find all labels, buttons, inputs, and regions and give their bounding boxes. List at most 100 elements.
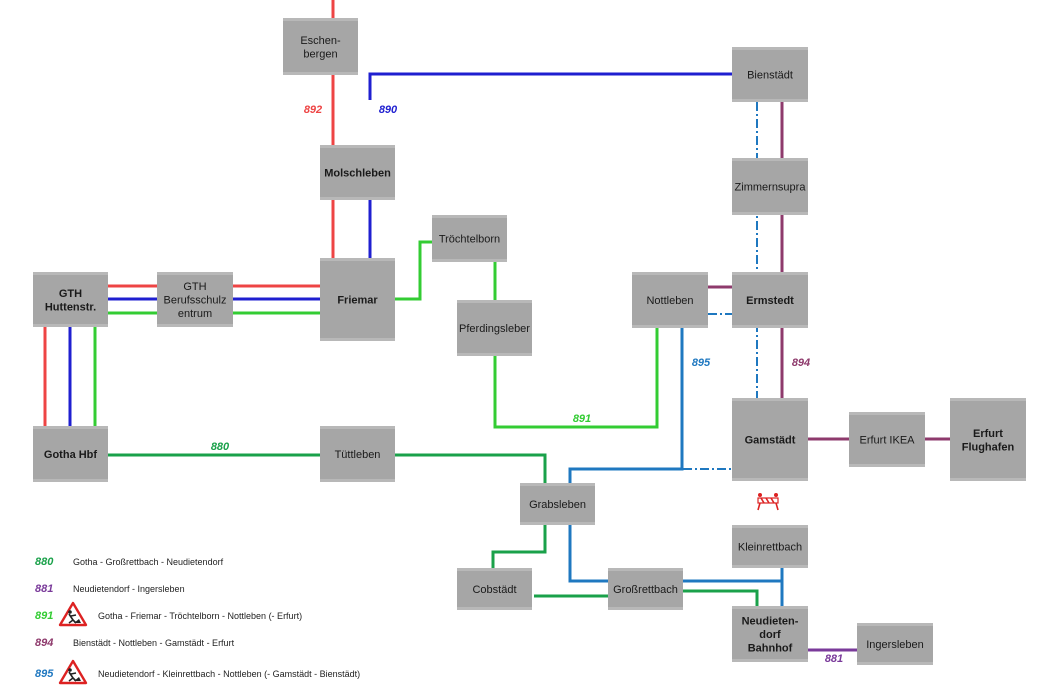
route-label-880: 880	[211, 441, 230, 453]
stop-box	[320, 145, 395, 200]
stop-box	[732, 47, 808, 102]
construction-triangle	[58, 601, 88, 627]
stop-cobstaedt: Cobstädt	[457, 568, 532, 610]
stop-box	[320, 426, 395, 482]
stop-label: bergen	[303, 48, 337, 60]
stop-bottom-stripe	[732, 325, 808, 328]
stop-label: Tröchtelborn	[439, 234, 500, 246]
stop-top-stripe	[320, 426, 395, 429]
stop-top-stripe	[283, 18, 358, 21]
barrier-light-left	[758, 493, 762, 497]
stop-box	[732, 272, 808, 328]
stop-kleinrettbach: Kleinrettbach	[732, 525, 808, 568]
stop-box	[432, 215, 507, 262]
stop-label: Gotha Hbf	[44, 449, 97, 461]
stop-top-stripe	[432, 215, 507, 218]
legend-route-number: 894	[35, 637, 53, 649]
stop-label: Ermstedt	[746, 295, 794, 307]
stop-label: Flughafen	[962, 441, 1015, 453]
stop-bottom-stripe	[33, 324, 108, 327]
stop-box	[283, 18, 358, 75]
stop-top-stripe	[608, 568, 683, 571]
stop-top-stripe	[849, 412, 925, 415]
stop-label: entrum	[178, 308, 212, 320]
stop-label: Grabsleben	[529, 499, 586, 511]
stop-box	[33, 272, 108, 327]
stop-nottleben: Nottleben	[632, 272, 708, 328]
legend-row-895: 895 Neudietendorf - Kleinrettbach - Nottl…	[35, 659, 360, 685]
stop-box	[950, 398, 1026, 481]
stop-top-stripe	[732, 158, 808, 161]
stop-label: Eschen-	[300, 35, 341, 47]
stop-bottom-stripe	[320, 197, 395, 200]
stop-top-stripe	[320, 258, 395, 261]
stop-eschenbergen: Eschen-bergen	[283, 18, 358, 75]
stop-label: Neudieten-	[742, 616, 799, 628]
stop-label: dorf	[759, 629, 781, 641]
stop-top-stripe	[632, 272, 708, 275]
stop-molschleben: Molschleben	[320, 145, 395, 200]
stop-top-stripe	[732, 47, 808, 50]
legend-route-description: Gotha - Großrettbach - Neudietendorf	[73, 557, 224, 567]
stop-label: Berufsschulz	[164, 295, 227, 307]
stop-bottom-stripe	[432, 259, 507, 262]
stop-label: Großrettbach	[613, 584, 678, 596]
route-895-segment	[568, 328, 684, 483]
stop-top-stripe	[857, 623, 933, 626]
route-label-891: 891	[573, 413, 591, 425]
construction-sign-icon	[58, 659, 88, 685]
stop-friemar: Friemar	[320, 258, 395, 341]
stop-label: Bahnhof	[748, 643, 793, 655]
stop-box	[457, 300, 532, 356]
barrier-legs	[757, 502, 779, 511]
route-label-881: 881	[825, 653, 843, 665]
stop-ermstedt: Ermstedt	[732, 272, 808, 328]
stop-box	[608, 568, 683, 610]
road-barrier-icon	[757, 493, 779, 511]
stop-top-stripe	[157, 272, 233, 275]
stop-box	[732, 398, 808, 481]
stop-box	[732, 525, 808, 568]
stop-bottom-stripe	[732, 565, 808, 568]
stop-label: GTH	[59, 288, 82, 300]
route-880-segment	[491, 525, 547, 568]
stop-top-stripe	[33, 272, 108, 275]
stop-top-stripe	[320, 145, 395, 148]
stops-layer: Eschen-bergenBienstädtMolschlebenZimmern…	[33, 18, 1026, 665]
stop-box	[33, 426, 108, 482]
legend-route-description: Bienstädt - Nottleben - Gamstädt - Erfur…	[73, 638, 235, 648]
stop-label: Friemar	[337, 295, 378, 307]
stop-label: Tüttleben	[335, 449, 381, 461]
stop-label: Pferdingsleber	[459, 323, 530, 335]
barrier-light-right	[774, 493, 778, 497]
stop-bottom-stripe	[320, 479, 395, 482]
legend-route-number: 880	[35, 556, 54, 568]
stop-bottom-stripe	[520, 522, 595, 525]
construction-worker-head	[68, 610, 72, 614]
stop-top-stripe	[950, 398, 1026, 401]
legend-route-description: Neudietendorf - Kleinrettbach - Nottlebe…	[98, 669, 360, 679]
barrier-stripes	[760, 497, 775, 504]
stop-grabsleben: Grabsleben	[520, 483, 595, 525]
stop-gotha-hbf: Gotha Hbf	[33, 426, 108, 482]
stop-label: Molschleben	[324, 168, 391, 180]
stop-tuettleben: Tüttleben	[320, 426, 395, 482]
stop-label: Erfurt IKEA	[859, 435, 915, 447]
stop-bottom-stripe	[457, 353, 532, 356]
stop-gamstaedt: Gamstädt	[732, 398, 808, 481]
stop-label: GTH	[183, 281, 206, 293]
route-880-segment	[683, 589, 759, 606]
stop-bottom-stripe	[632, 325, 708, 328]
stop-label: Huttenstr.	[45, 301, 96, 313]
stop-bottom-stripe	[849, 464, 925, 467]
stop-box	[857, 623, 933, 665]
stop-pferdingsleber: Pferdingsleber	[457, 300, 532, 356]
legend-route-number: 895	[35, 668, 54, 680]
legend-route-description: Neudietendorf - Ingersleben	[73, 584, 185, 594]
stop-bottom-stripe	[732, 99, 808, 102]
